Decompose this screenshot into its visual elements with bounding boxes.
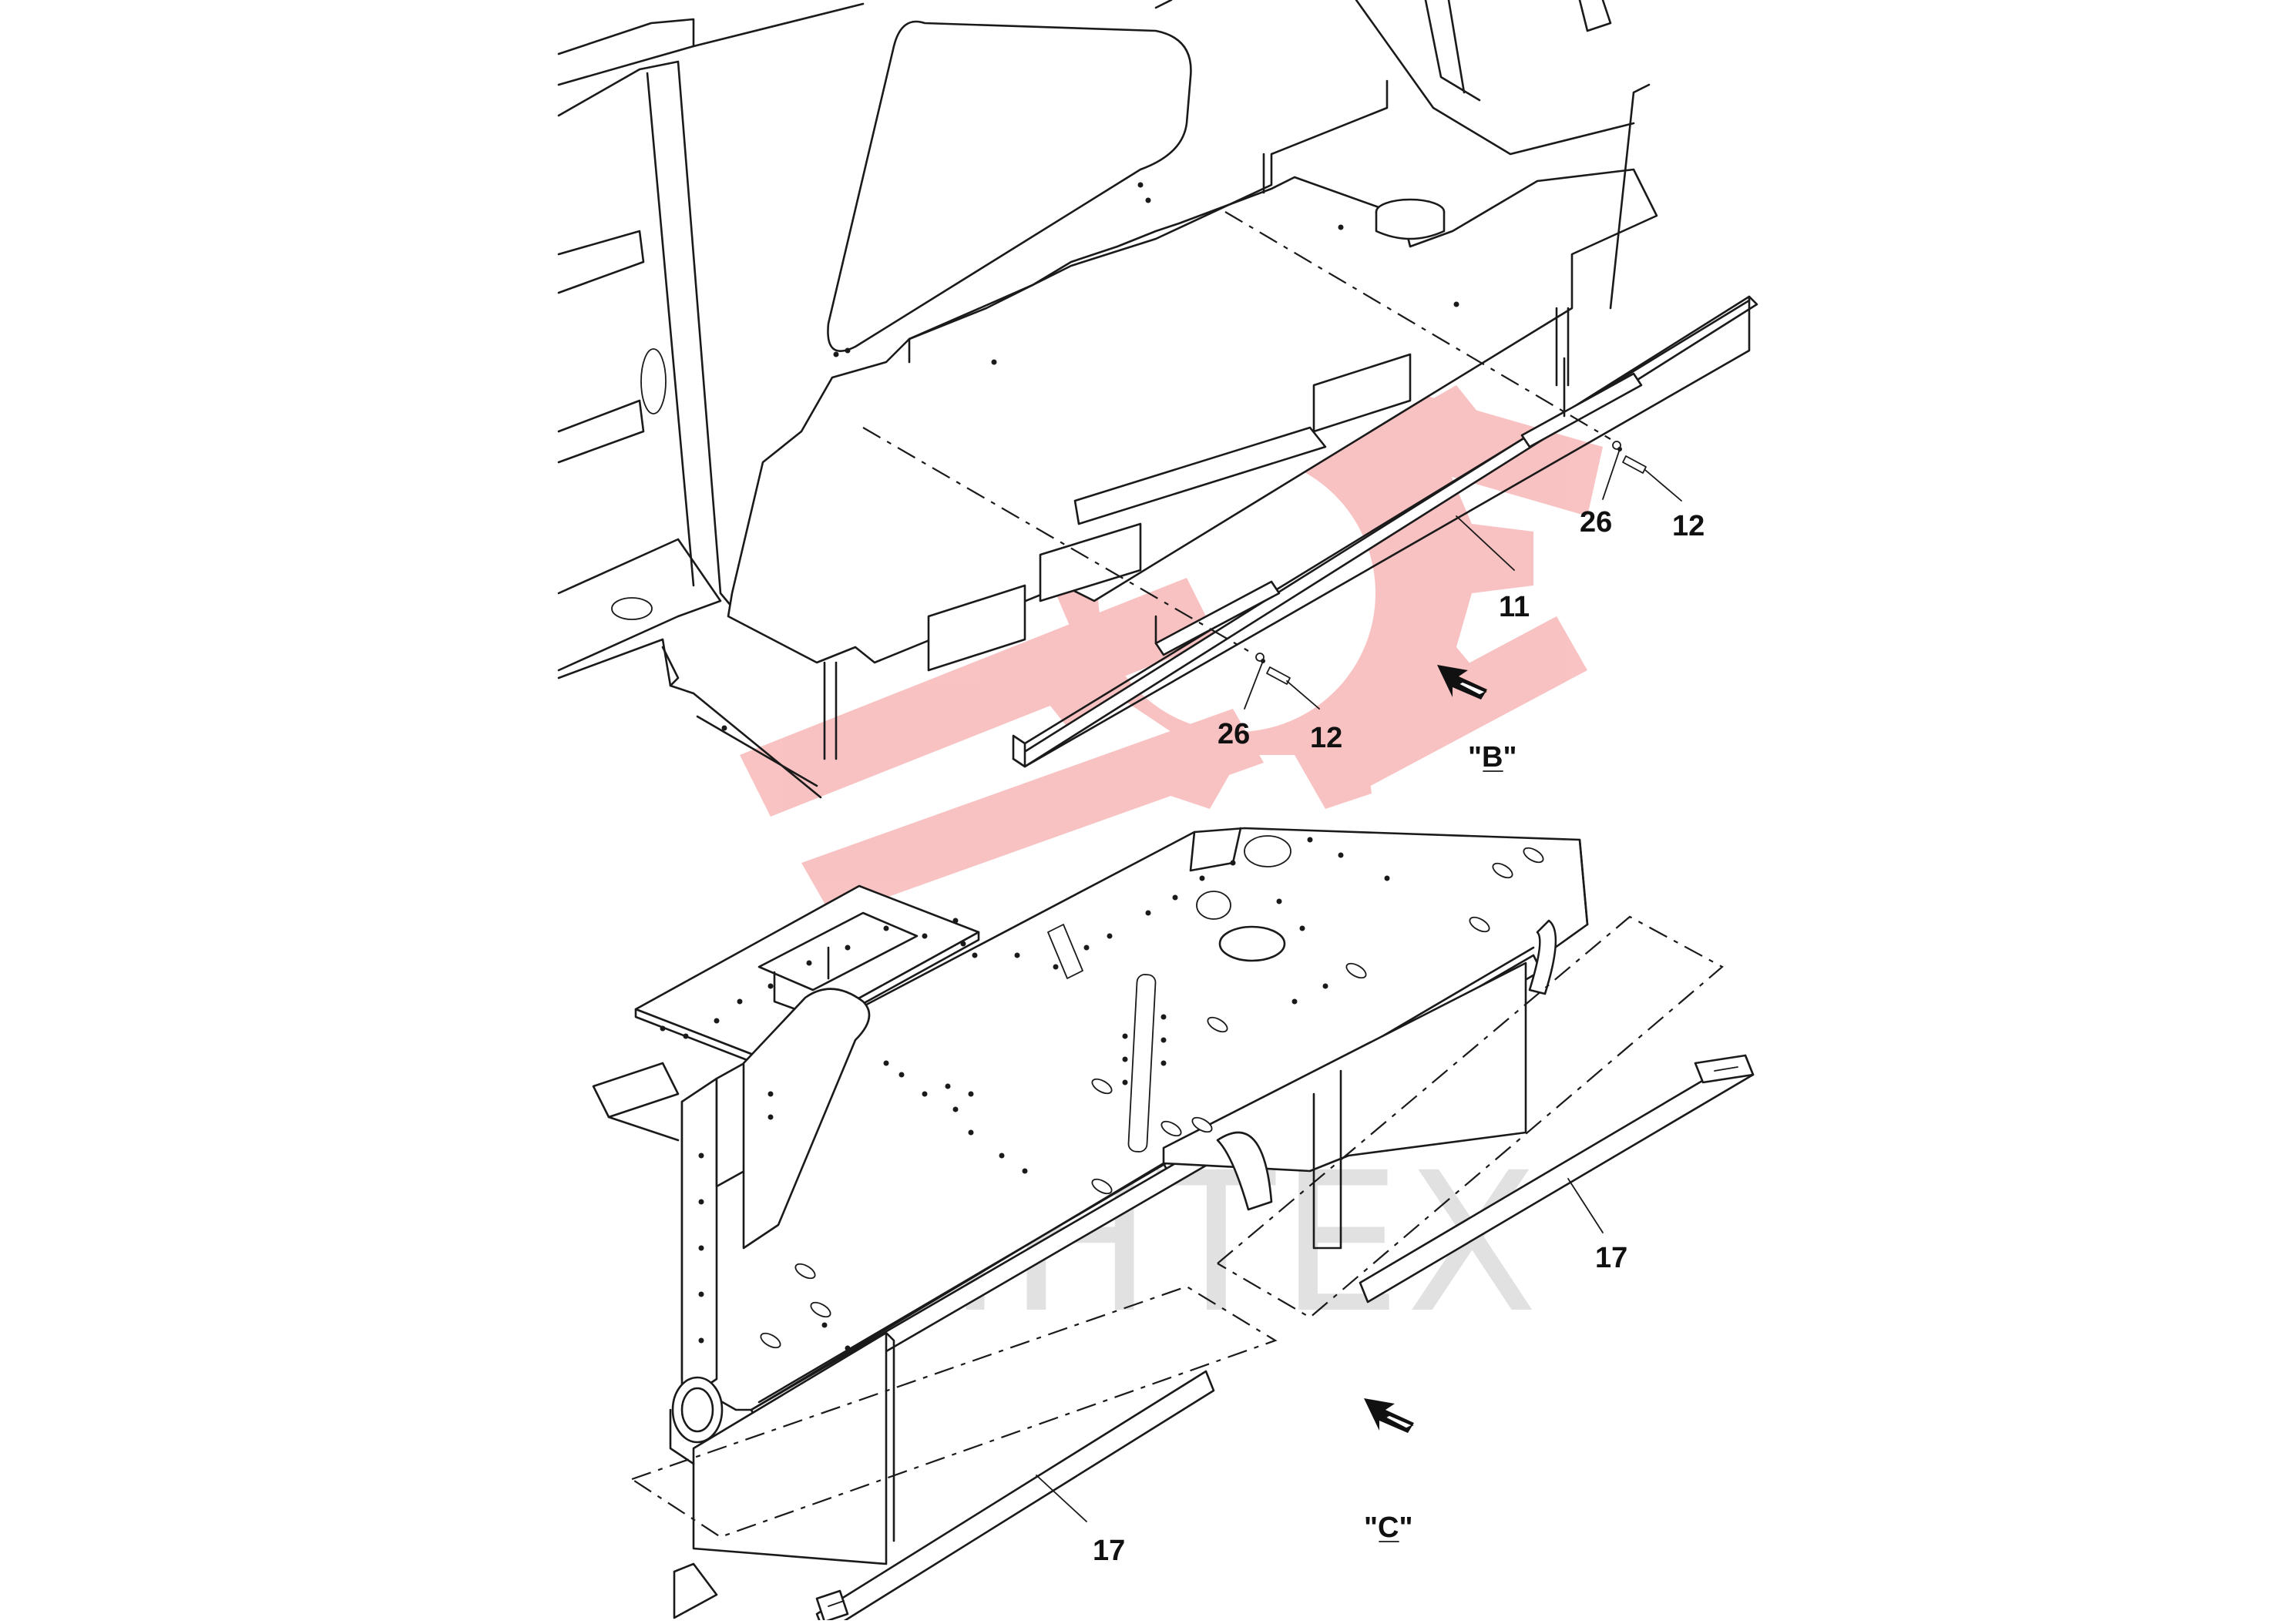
callout-12-lower: 12 xyxy=(1310,722,1342,754)
chassis-hole xyxy=(1122,1056,1128,1062)
chassis-hole xyxy=(1160,1014,1167,1020)
chassis-hole xyxy=(737,998,743,1005)
chassis-hole xyxy=(1145,910,1151,916)
leader-lines-lower xyxy=(1036,1178,1604,1522)
chassis-hole xyxy=(1299,925,1305,931)
chassis-hole xyxy=(714,1018,720,1024)
chassis-hole xyxy=(698,1337,704,1344)
chassis-hole xyxy=(1160,1060,1167,1066)
chassis-hole xyxy=(698,1153,704,1159)
chassis-hole xyxy=(1053,964,1059,970)
chassis-stud xyxy=(794,1263,816,1280)
chassis-hole xyxy=(968,1091,974,1097)
chassis-hole xyxy=(1107,933,1113,939)
chassis-hole xyxy=(1307,837,1313,843)
frame-hole xyxy=(991,359,997,365)
part-17-strap-left xyxy=(815,1370,1215,1624)
chassis-hole xyxy=(1122,1033,1128,1039)
chassis-stud xyxy=(760,1332,781,1349)
frame-hole xyxy=(1137,182,1144,188)
chassis-hole xyxy=(972,952,978,958)
chassis-hole xyxy=(968,1129,974,1136)
part-11-angle-bracket xyxy=(1012,295,1758,768)
chassis-hole xyxy=(1014,952,1020,958)
view-arrow-c xyxy=(1364,1398,1414,1433)
chassis-hole xyxy=(1122,1079,1128,1085)
chassis-stud xyxy=(1091,1078,1113,1095)
part-17-strap-right xyxy=(1359,1054,1755,1304)
callout-17-right: 17 xyxy=(1595,1242,1627,1274)
chassis-hole xyxy=(1322,983,1328,989)
callout-26-upper: 26 xyxy=(1580,506,1612,539)
view-arrow-b xyxy=(1437,665,1487,700)
chassis-hole xyxy=(806,960,812,966)
chassis-stud xyxy=(1091,1178,1113,1195)
chassis-hole xyxy=(1083,945,1090,951)
frame-hole xyxy=(1453,301,1459,307)
frame-hole xyxy=(1145,197,1151,203)
chassis-stud xyxy=(810,1301,831,1318)
chassis-hole xyxy=(683,1033,689,1039)
chassis-hole xyxy=(952,1106,959,1112)
frame-hole xyxy=(721,725,727,731)
chassis-hole xyxy=(1022,1168,1028,1174)
chassis-stud xyxy=(1207,1016,1228,1033)
dash-frame-right xyxy=(1217,915,1724,1319)
chassis-hole xyxy=(922,933,928,939)
chassis-hole xyxy=(698,1199,704,1205)
callout-17-left: 17 xyxy=(1093,1535,1125,1567)
leader-lines-upper xyxy=(1244,448,1682,710)
chassis-hole xyxy=(999,1153,1005,1159)
chassis-stud xyxy=(1345,962,1367,979)
chassis-hole xyxy=(767,1091,774,1097)
chassis-hole xyxy=(698,1245,704,1251)
chassis-hole xyxy=(952,918,959,924)
chassis-hole xyxy=(945,1083,951,1089)
chassis-hole xyxy=(922,1091,928,1097)
chassis-hole xyxy=(767,1114,774,1120)
chassis-hole xyxy=(883,1060,889,1066)
callout-12-upper: 12 xyxy=(1672,510,1705,542)
dash-line-upper-right xyxy=(1224,211,1611,440)
chassis-stud xyxy=(1492,862,1513,879)
chassis-hole xyxy=(883,925,889,931)
chassis-hole xyxy=(898,1072,905,1078)
chassis-hole xyxy=(845,1345,851,1351)
chassis-hole xyxy=(1291,998,1298,1005)
chassis-hole xyxy=(767,983,774,989)
dash-line-upper-left xyxy=(862,427,1249,652)
chassis-stud xyxy=(1523,847,1544,864)
view-label-c: "C" xyxy=(1364,1512,1412,1544)
frame-hole xyxy=(845,347,851,354)
chassis-holes xyxy=(660,182,1544,1351)
chassis-hole xyxy=(698,1291,704,1297)
chassis-stud xyxy=(1469,916,1490,933)
chassis-stud xyxy=(1160,1120,1182,1137)
chassis-hole xyxy=(1230,860,1236,866)
chassis-hole xyxy=(845,945,851,951)
chassis-hole xyxy=(660,1025,666,1032)
chassis-hole xyxy=(1199,875,1205,881)
callout-11: 11 xyxy=(1499,591,1530,623)
chassis-hole xyxy=(1276,898,1282,904)
frame-hole xyxy=(1338,224,1344,230)
chassis-hole xyxy=(1172,894,1178,901)
bolt-12-upper xyxy=(1612,441,1647,474)
callout-26-lower: 26 xyxy=(1218,718,1250,750)
view-label-b: "B" xyxy=(1468,741,1516,773)
dash-frame-left xyxy=(631,1285,1278,1538)
upper-frame-assembly xyxy=(557,0,1658,799)
frame-hole xyxy=(833,351,839,357)
chassis-hole xyxy=(821,1322,828,1328)
chassis-hole xyxy=(1338,852,1344,858)
chassis-hole xyxy=(1384,875,1390,881)
chassis-stud xyxy=(1191,1116,1213,1133)
chassis-hole xyxy=(1160,1037,1167,1043)
chassis-hole xyxy=(960,941,966,947)
